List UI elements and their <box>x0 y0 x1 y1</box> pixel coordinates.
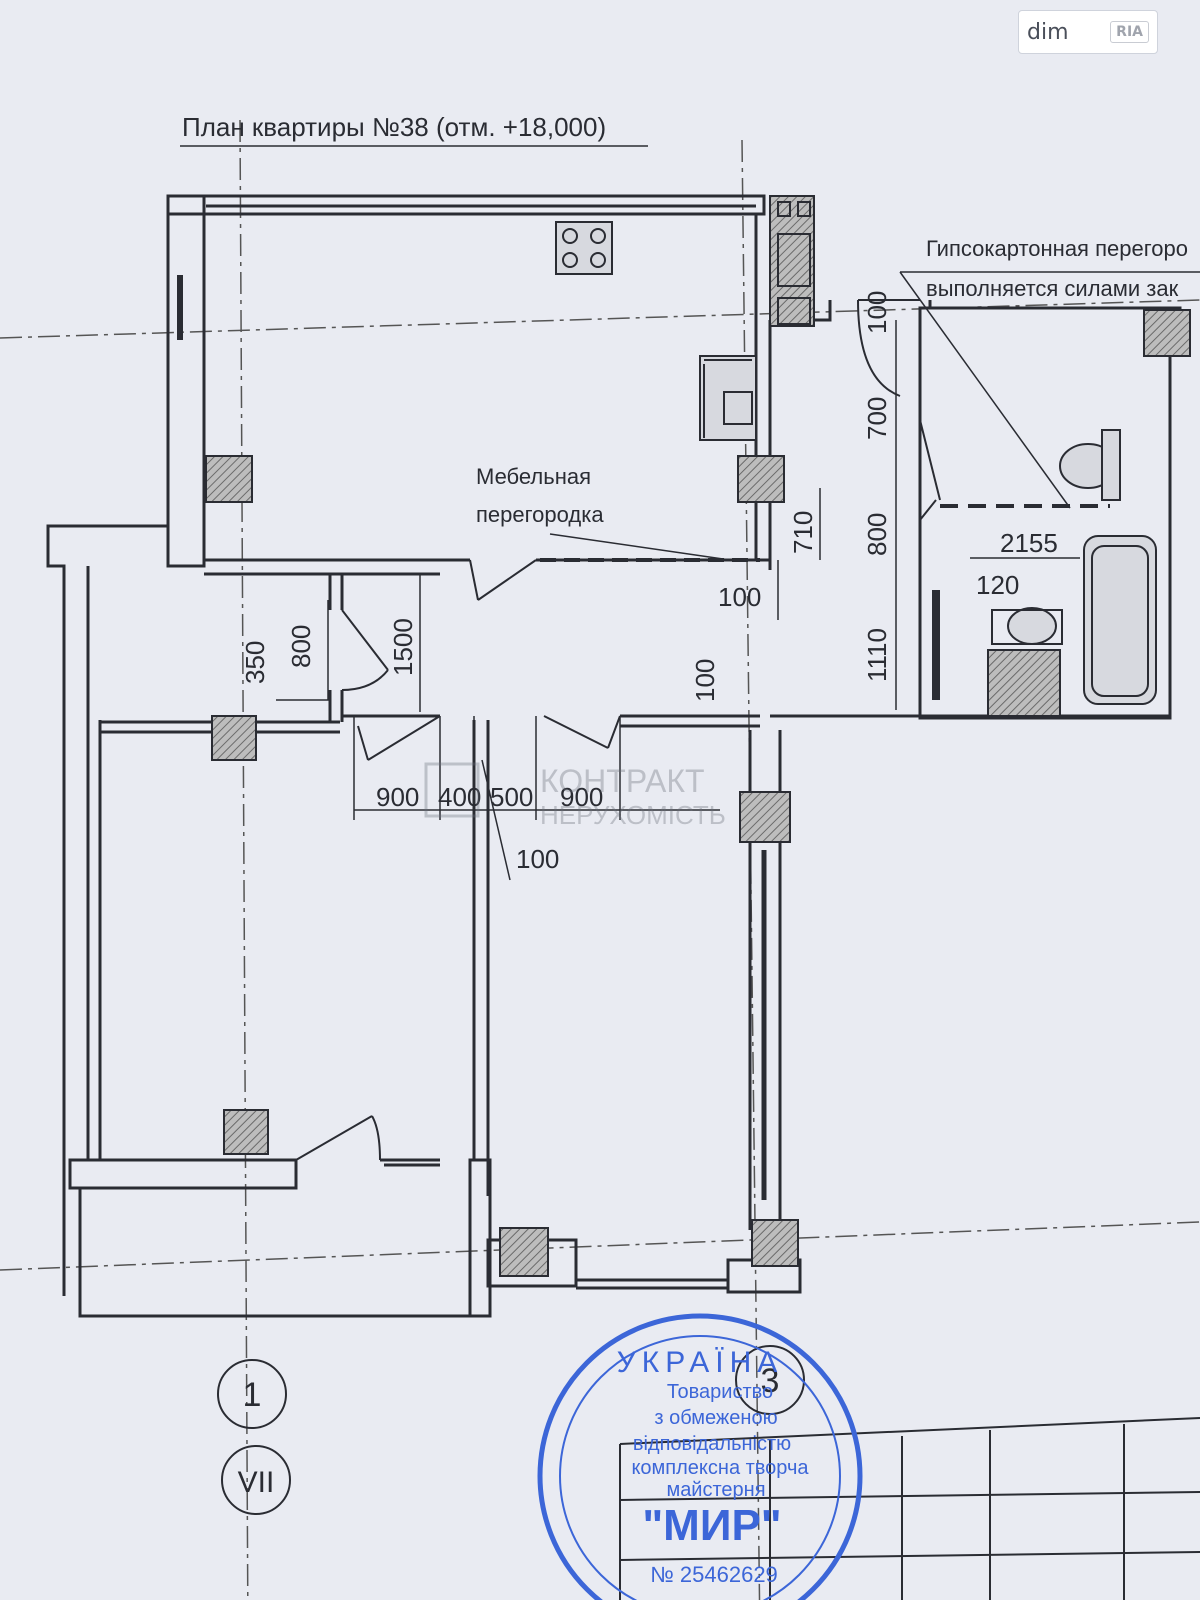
dim-1110: 1110 <box>862 628 892 682</box>
title-block <box>619 1417 1200 1600</box>
dim-800-right: 800 <box>862 513 892 556</box>
gypsum-note-line1: Гипсокартонная перегоро <box>926 236 1188 261</box>
stamp-code: № 25462629 <box>650 1562 778 1587</box>
axis-vii-label: VII <box>238 1466 275 1499</box>
dim-800-closet: 800 <box>286 625 316 668</box>
dim-350: 350 <box>240 641 270 684</box>
brand-dim: dim <box>1027 19 1069 45</box>
bathroom-fixtures <box>991 429 1157 705</box>
watermark-line2: НЕРУХОМІСТЬ <box>540 800 726 830</box>
dim-900-left: 900 <box>376 782 419 812</box>
furniture-label-1: Мебельная <box>476 464 591 489</box>
stamp-name: "МИР" <box>642 1501 781 1550</box>
plan-title: План квартиры №38 (отм. +18,000) <box>182 112 606 142</box>
stamp-line4: комплексна творча <box>631 1457 809 1479</box>
stamp-line5: майстерня <box>666 1479 765 1501</box>
dim-500: 500 <box>490 782 533 812</box>
sink-icon <box>699 355 757 441</box>
stamp-line3: відповідальністю <box>633 1433 791 1455</box>
dim-120: 120 <box>976 570 1019 600</box>
axis-marker-1 <box>217 1359 287 1429</box>
watermark-line1: КОНТРАКТ <box>540 763 705 799</box>
stamp-line2: з обмеженою <box>654 1407 777 1429</box>
kontrakt-watermark: КОНТРАКТ НЕРУХОМІСТЬ <box>424 762 726 830</box>
stove-icon <box>555 221 613 275</box>
dimension-lines <box>276 320 1080 881</box>
axis-marker-3 <box>735 1345 805 1415</box>
dim-400: 400 <box>438 782 481 812</box>
gypsum-note-line2: выполняется силами зак <box>926 276 1179 301</box>
dim-ria-badge: dim RIA <box>1018 10 1158 54</box>
dim-100-kitchen: 100 <box>718 582 761 612</box>
dim-900-right: 900 <box>560 782 603 812</box>
dim-100-bottom: 100 <box>516 844 559 874</box>
dim-2155: 2155 <box>1000 528 1058 558</box>
company-stamp: УКРАЇНА Товариство з обмеженою відповіда… <box>537 1313 863 1600</box>
brand-ria: RIA <box>1110 21 1149 43</box>
dim-100-top: 100 <box>862 291 892 334</box>
axis-1-label: 1 <box>243 1376 262 1414</box>
stamp-arc: УКРАЇНА <box>617 1346 784 1379</box>
dim-100-hall: 100 <box>690 659 720 702</box>
dim-1500: 1500 <box>388 618 418 676</box>
axis-3-label: 3 <box>761 1362 780 1400</box>
axis-marker-vii <box>221 1445 291 1515</box>
walls <box>46 194 1182 1318</box>
stamp-line1: Товариство <box>667 1381 773 1403</box>
dim-700: 700 <box>862 397 892 440</box>
furniture-label-2: перегородка <box>476 502 604 527</box>
dim-710: 710 <box>788 511 818 554</box>
doors <box>295 299 941 1161</box>
